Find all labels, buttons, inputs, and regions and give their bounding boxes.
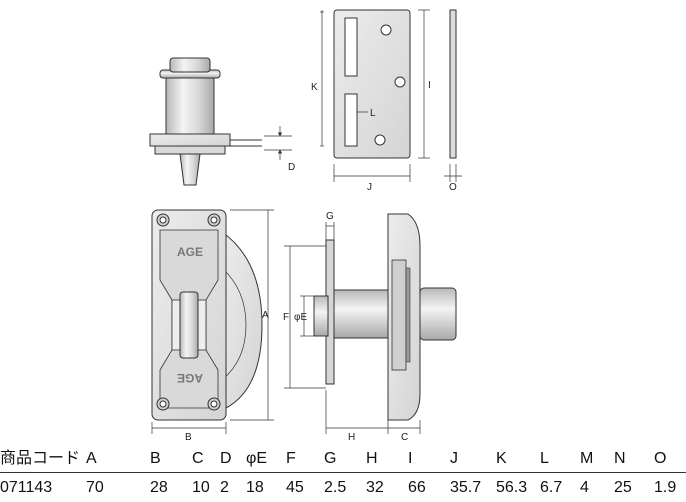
label-k: K <box>311 82 318 93</box>
spec-value-cell: 45 <box>286 478 304 496</box>
spec-header-cell: K <box>496 446 540 474</box>
spec-value-cell: 10 <box>192 478 210 496</box>
spec-value-cell: 35.7 <box>450 478 482 496</box>
spec-value-cell: 071143 <box>0 478 53 496</box>
spec-header-cell: 商品コード <box>0 446 86 474</box>
spec-header-cell: F <box>286 446 324 474</box>
spec-value-row: 071143 70 28 10 2 18 45 2.5 32 66 35.7 5… <box>0 473 686 502</box>
label-d: D <box>288 162 295 173</box>
spec-header-cell: I <box>408 446 450 474</box>
emboss-text-bottom: AGE <box>177 371 203 385</box>
label-o: O <box>449 182 457 193</box>
label-j: J <box>367 182 372 193</box>
spec-header-cell: G <box>324 446 366 474</box>
spec-value-cell: 28 <box>150 478 168 496</box>
spec-value-cell: 66 <box>408 478 426 496</box>
spec-value-cell: 1.9 <box>654 478 677 496</box>
spec-header-cell: L <box>540 446 580 474</box>
spec-header-cell: M <box>580 446 614 474</box>
side-view-top <box>149 57 292 186</box>
spec-value-cell: 70 <box>86 478 104 496</box>
spec-header-cell: B <box>150 446 192 474</box>
label-b: B <box>185 432 192 443</box>
spec-header-cell: A <box>86 446 150 474</box>
label-phi-e: φE <box>294 312 307 323</box>
spec-value-cell: 25 <box>614 478 632 496</box>
spec-header-cell: φE <box>246 446 286 474</box>
spec-header-cell: N <box>614 446 654 474</box>
spec-header-row: 商品コード A B C D φE F G H I J K L M N O <box>0 446 686 474</box>
label-h: H <box>348 432 355 443</box>
technical-drawing: D K L I J O <box>149 9 462 443</box>
spec-value-cell: 6.7 <box>540 478 563 496</box>
spec-header-cell: C <box>192 446 220 474</box>
emboss-text-top: AGE <box>177 245 203 259</box>
label-c: C <box>401 432 408 443</box>
spec-value-cell: 2.5 <box>324 478 347 496</box>
spec-value-cell: 4 <box>580 478 589 496</box>
label-g: G <box>326 211 334 222</box>
spec-value-cell: 56.3 <box>496 478 528 496</box>
label-i: I <box>428 80 431 91</box>
spec-value-cell: 2 <box>220 478 229 496</box>
strike-plate <box>320 9 462 182</box>
spec-header-cell: J <box>450 446 496 474</box>
spec-header-cell: O <box>654 446 686 474</box>
label-a: A <box>262 310 269 321</box>
spec-value-cell: 32 <box>366 478 384 496</box>
spec-value-cell: 18 <box>246 478 264 496</box>
front-view <box>151 209 274 434</box>
label-l: L <box>370 108 376 119</box>
label-f: F <box>283 312 289 323</box>
spec-table: 商品コード A B C D φE F G H I J K L M N O 071… <box>0 446 686 502</box>
spec-header-cell: D <box>220 446 246 474</box>
spec-header-cell: H <box>366 446 408 474</box>
side-view-bottom <box>284 213 457 434</box>
